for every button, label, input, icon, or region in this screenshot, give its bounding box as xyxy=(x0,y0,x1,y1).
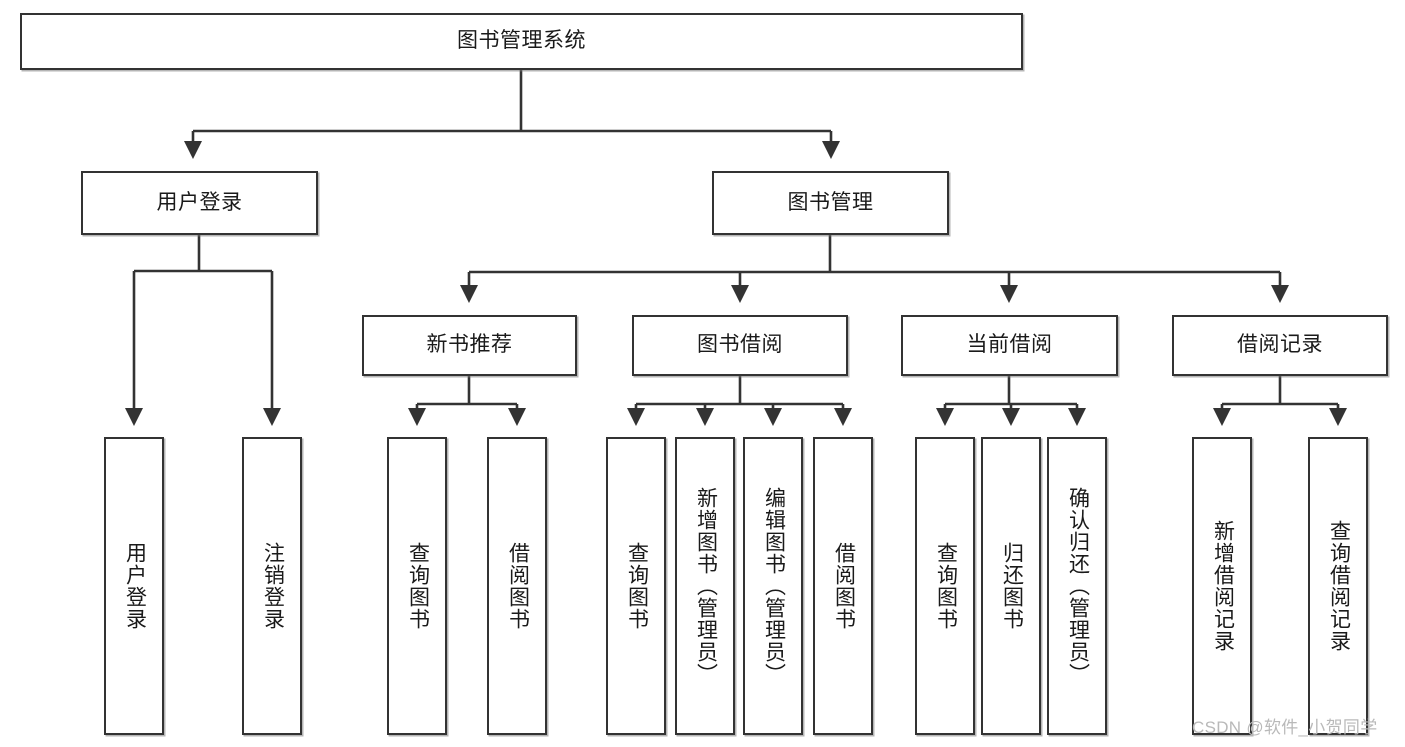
leaf-book-borrow-1[interactable]: 查询图书 xyxy=(606,437,666,735)
node-book-manage-label: 图书管理 xyxy=(787,190,874,214)
leaf-user-login-1-label: 用户登录 xyxy=(123,542,147,630)
leaf-borrow-record-1[interactable]: 新增借阅记录 xyxy=(1192,437,1252,735)
csdn-watermark: CSDN @软件_小贺同学 xyxy=(1192,718,1378,737)
leaf-current-borrow-1[interactable]: 查询图书 xyxy=(915,437,975,735)
leaf-book-borrow-2[interactable]: 新增图书（管理员） xyxy=(675,437,735,735)
leaf-book-borrow-3[interactable]: 编辑图书（管理员） xyxy=(743,437,803,735)
leaf-current-borrow-1-label: 查询图书 xyxy=(934,542,958,630)
node-new-book-recommend-label: 新书推荐 xyxy=(426,333,513,357)
leaf-book-borrow-3-label: 编辑图书（管理员） xyxy=(762,487,786,685)
node-book-borrow-label: 图书借阅 xyxy=(697,333,783,357)
leaf-book-borrow-2-label: 新增图书（管理员） xyxy=(694,487,718,685)
leaf-user-login-2[interactable]: 注销登录 xyxy=(242,437,302,735)
node-current-borrow-label: 当前借阅 xyxy=(966,333,1053,357)
leaf-borrow-record-2[interactable]: 查询借阅记录 xyxy=(1308,437,1368,735)
node-root[interactable]: 图书管理系统 xyxy=(20,13,1023,70)
leaf-current-borrow-2-label: 归还图书 xyxy=(1000,542,1024,630)
node-borrow-record-label: 借阅记录 xyxy=(1237,333,1323,357)
leaf-current-borrow-3-label: 确认归还（管理员） xyxy=(1066,487,1090,685)
leaf-book-borrow-4[interactable]: 借阅图书 xyxy=(813,437,873,735)
leaf-borrow-record-1-label: 新增借阅记录 xyxy=(1211,520,1235,652)
leaf-user-login-2-label: 注销登录 xyxy=(261,542,285,630)
leaf-borrow-record-2-label: 查询借阅记录 xyxy=(1327,520,1351,652)
leaf-current-borrow-3[interactable]: 确认归还（管理员） xyxy=(1047,437,1107,735)
node-user-login[interactable]: 用户登录 xyxy=(81,171,318,235)
leaf-book-borrow-4-label: 借阅图书 xyxy=(832,542,856,630)
node-current-borrow[interactable]: 当前借阅 xyxy=(901,315,1118,376)
leaf-new-book-1[interactable]: 查询图书 xyxy=(387,437,447,735)
leaf-new-book-1-label: 查询图书 xyxy=(406,542,430,630)
node-book-manage[interactable]: 图书管理 xyxy=(712,171,949,235)
leaf-new-book-2[interactable]: 借阅图书 xyxy=(487,437,547,735)
node-user-login-label: 用户登录 xyxy=(156,190,243,214)
leaf-new-book-2-label: 借阅图书 xyxy=(506,542,530,630)
node-borrow-record[interactable]: 借阅记录 xyxy=(1172,315,1388,376)
leaf-user-login-1[interactable]: 用户登录 xyxy=(104,437,164,735)
leaf-book-borrow-1-label: 查询图书 xyxy=(625,542,649,630)
leaf-current-borrow-2[interactable]: 归还图书 xyxy=(981,437,1041,735)
node-book-borrow[interactable]: 图书借阅 xyxy=(632,315,848,376)
node-root-label: 图书管理系统 xyxy=(457,29,586,53)
node-new-book-recommend[interactable]: 新书推荐 xyxy=(362,315,577,376)
